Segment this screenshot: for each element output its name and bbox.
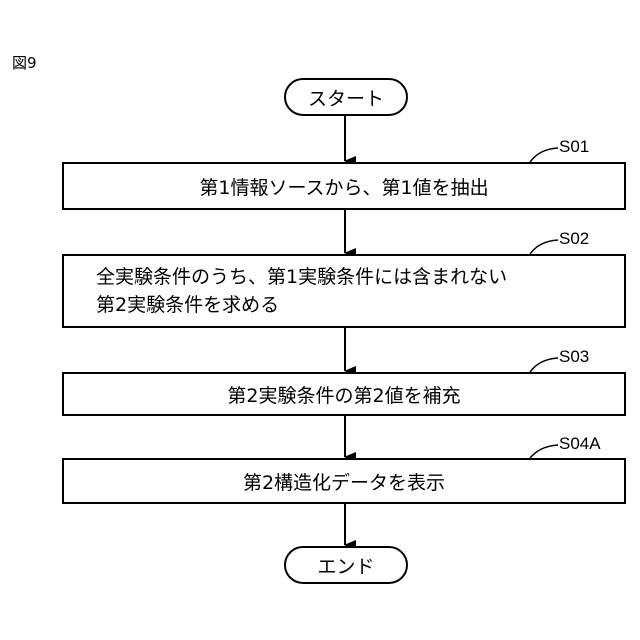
step-code-s04a: S04A [559, 434, 601, 454]
step-text-s02-line-1: 全実験条件のうち、第1実験条件には含まれない [96, 263, 507, 291]
leader-s01 [530, 148, 558, 162]
end-label: エンド [317, 552, 374, 579]
step-box-s04a: 第2構造化データを表示 [62, 458, 626, 504]
start-label: スタート [308, 84, 384, 111]
leader-s02 [530, 240, 558, 254]
step-text-s02-line-2: 第2実験条件を求める [96, 291, 507, 319]
step-code-s01: S01 [559, 137, 589, 157]
leader-s03 [530, 358, 558, 372]
step-box-s03: 第2実験条件の第2値を補充 [62, 372, 626, 416]
step-box-s01: 第1情報ソースから、第1値を抽出 [62, 162, 626, 210]
step-text-s04a: 第2構造化データを表示 [243, 468, 445, 495]
start-terminal: スタート [284, 78, 408, 116]
step-box-s02: 全実験条件のうち、第1実験条件には含まれない 第2実験条件を求める [62, 254, 626, 328]
step-code-s03: S03 [559, 347, 589, 367]
step-text-s02: 全実験条件のうち、第1実験条件には含まれない 第2実験条件を求める [96, 263, 507, 319]
step-text-s03: 第2実験条件の第2値を補充 [227, 381, 460, 408]
step-code-s02: S02 [559, 229, 589, 249]
step-text-s01: 第1情報ソースから、第1値を抽出 [199, 173, 488, 200]
end-terminal: エンド [284, 546, 408, 584]
leader-s04 [530, 445, 558, 458]
